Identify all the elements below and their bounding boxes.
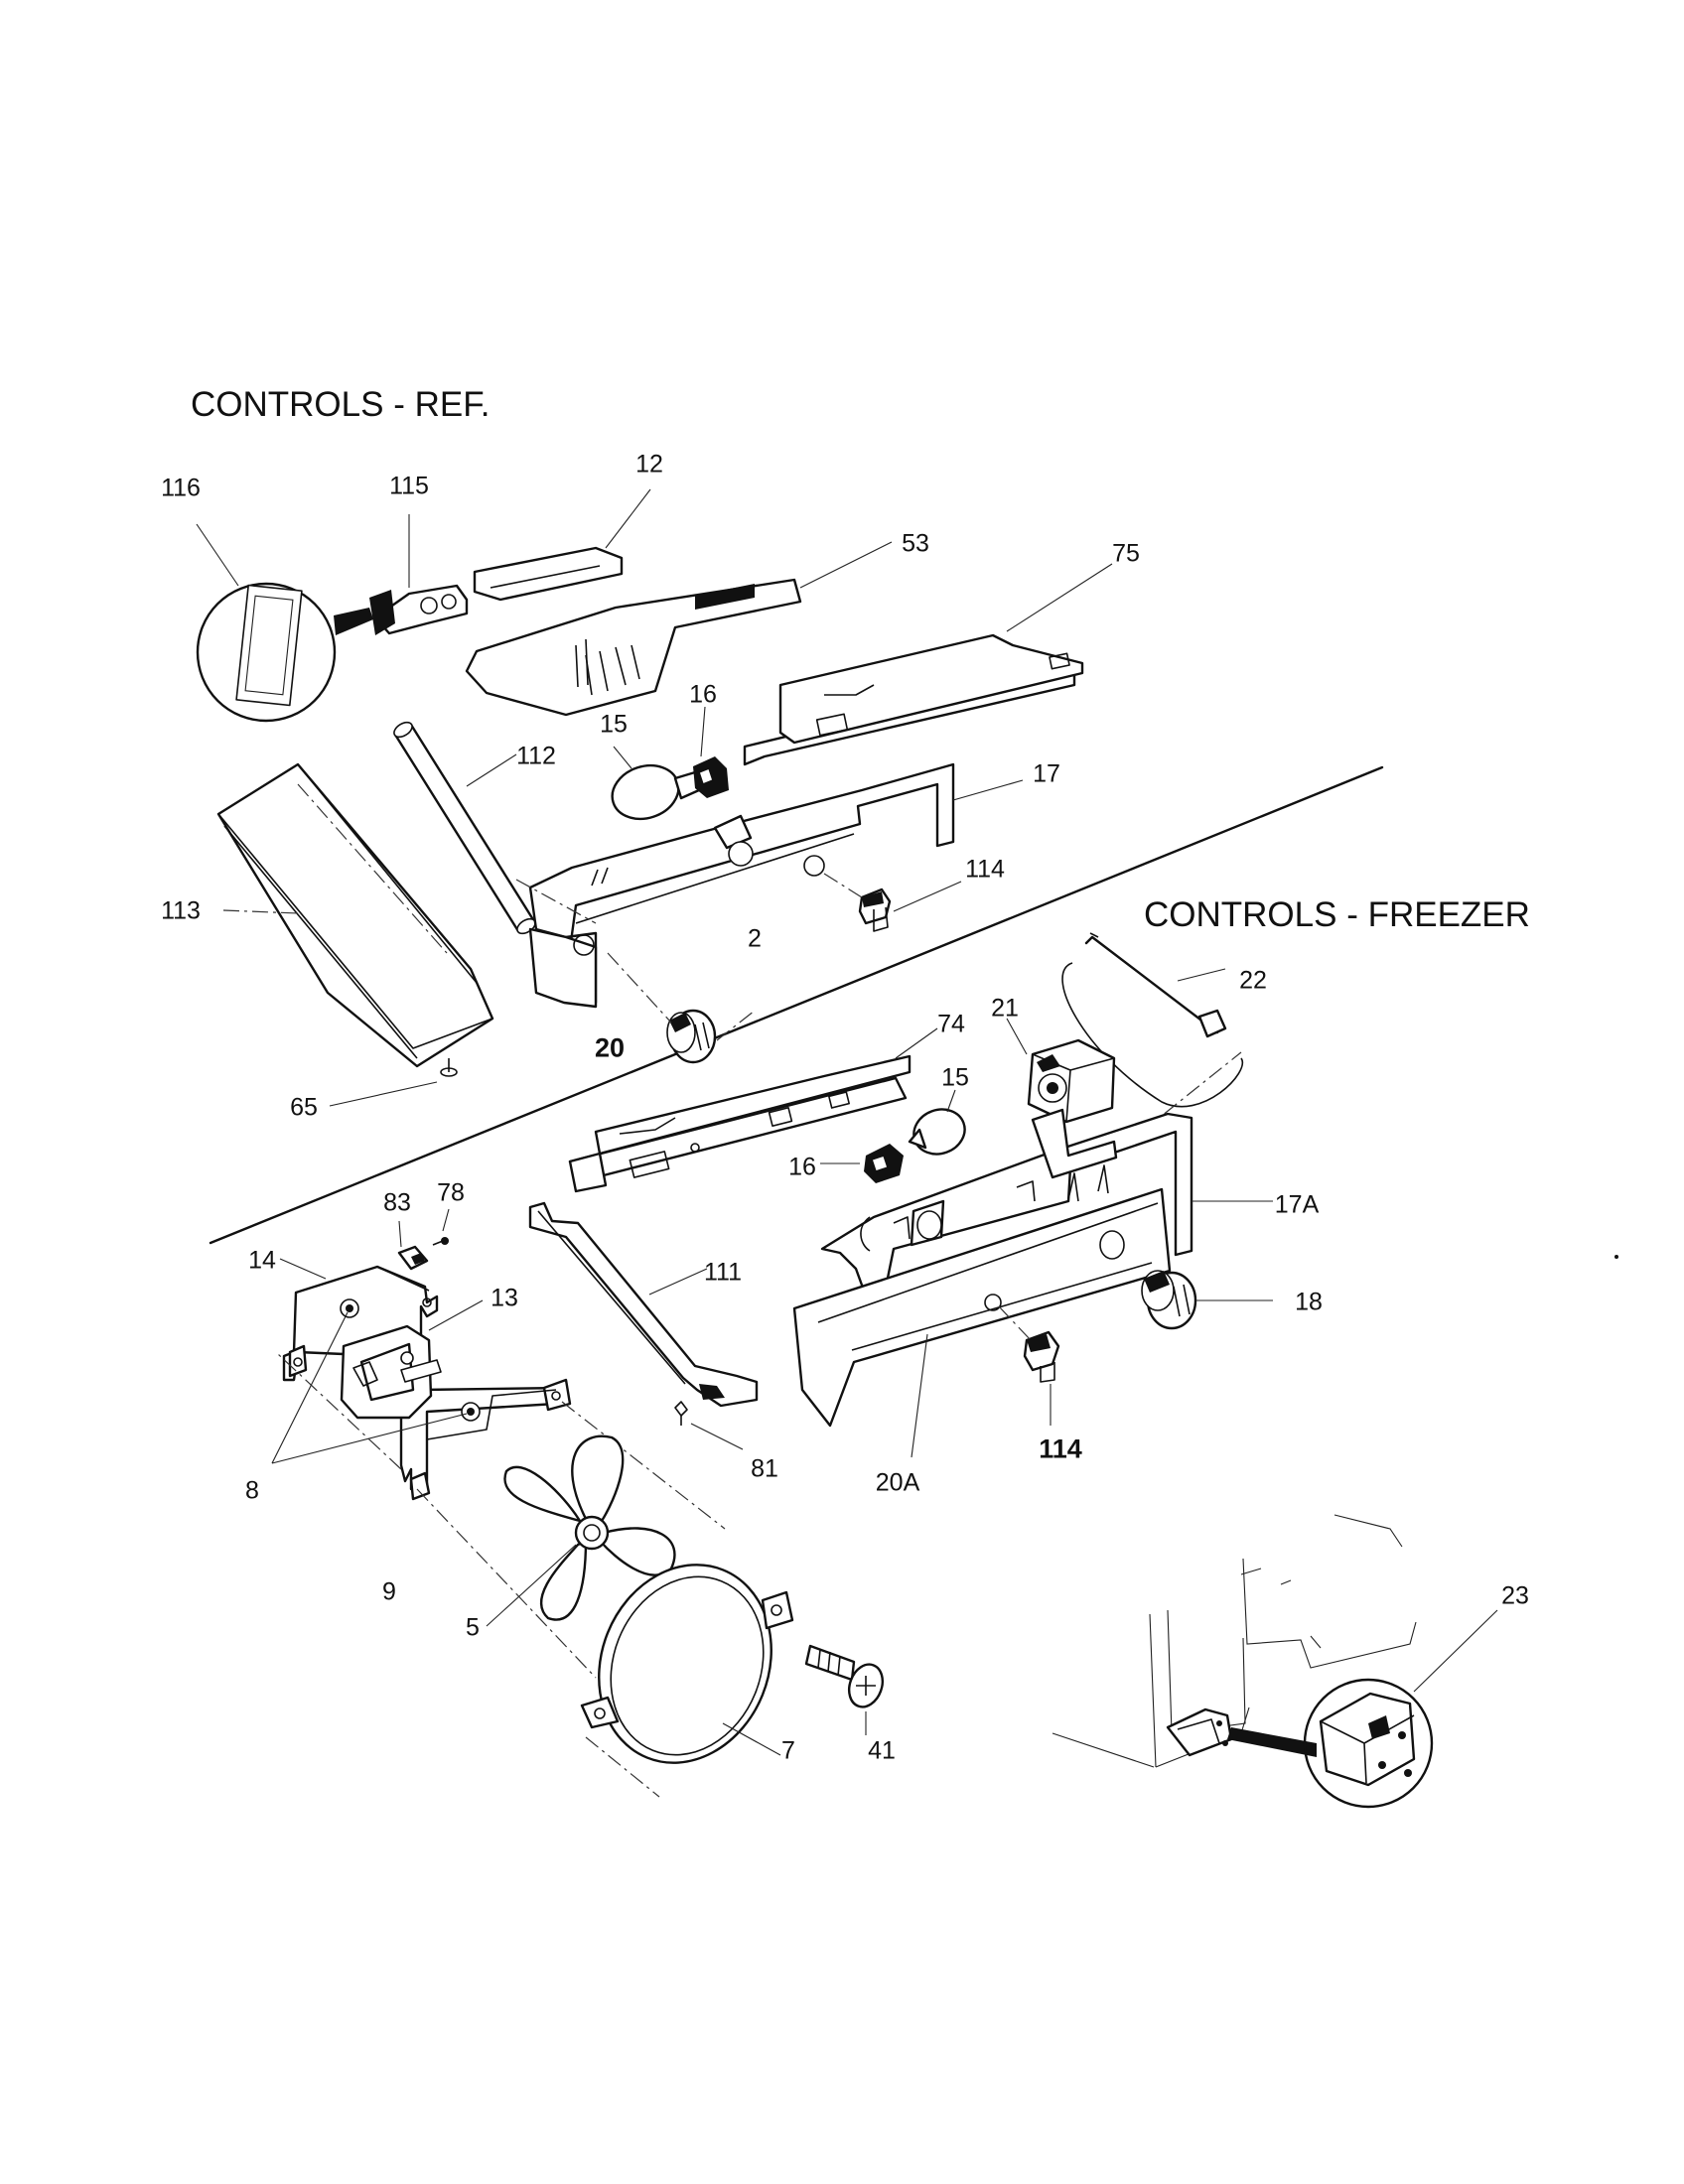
part-75-plate <box>743 563 1113 766</box>
callout-8: 8 <box>245 1476 259 1505</box>
part-16-socket-ref <box>693 706 729 798</box>
callout-13: 13 <box>491 1284 518 1312</box>
part-15-bulb-freezer <box>908 1089 966 1156</box>
freezer-controls-title: CONTROLS - FREEZER <box>1144 895 1530 934</box>
callout-20: 20 <box>594 1032 626 1063</box>
part-23-cabinet-detail <box>1052 1514 1498 1809</box>
part-53-housing <box>465 541 893 717</box>
callout-16-freezer: 16 <box>788 1153 816 1181</box>
part-18-knob <box>1141 1270 1273 1330</box>
part-14-motor-bracket <box>277 1258 726 1679</box>
part-65-screw <box>329 1058 458 1107</box>
callout-20A: 20A <box>875 1468 920 1497</box>
part-13-motor <box>340 1299 484 1420</box>
callout-114-freezer: 114 <box>1039 1433 1082 1464</box>
part-114-knob-ref <box>823 873 962 932</box>
part-5-fan-blade <box>486 1434 676 1627</box>
part-8-grommets-leaders <box>271 1311 468 1464</box>
part-17-control-housing <box>515 762 1024 1009</box>
callout-17A: 17A <box>1274 1190 1320 1219</box>
part-113-shelf <box>216 762 494 1068</box>
stray-dot <box>1614 1255 1618 1259</box>
part-115-switch <box>334 514 469 635</box>
part-17A-control-housing <box>792 1108 1273 1458</box>
part-81-screw <box>674 1401 744 1450</box>
callout-114-ref: 114 <box>965 855 1005 884</box>
callout-7: 7 <box>781 1736 795 1765</box>
callout-65: 65 <box>290 1093 318 1122</box>
callout-21: 21 <box>991 994 1019 1023</box>
section-divider-line <box>209 765 1384 1245</box>
callout-112: 112 <box>516 742 556 770</box>
part-111-strip <box>528 1201 759 1408</box>
callout-74: 74 <box>937 1010 965 1038</box>
part-16-socket-freezer <box>820 1144 904 1183</box>
part-21-thermostat <box>1006 1018 1116 1124</box>
callout-5: 5 <box>466 1613 480 1642</box>
callout-16-ref: 16 <box>689 680 717 709</box>
callout-15-freezer: 15 <box>941 1063 969 1092</box>
part-22-sensor-tube <box>1061 932 1244 1133</box>
part-78-screw <box>432 1208 450 1246</box>
part-114-knob-freezer <box>998 1305 1060 1426</box>
ref-controls-title: CONTROLS - REF. <box>191 385 491 424</box>
callout-78: 78 <box>437 1178 465 1207</box>
callout-15-ref: 15 <box>600 710 628 739</box>
callout-18: 18 <box>1295 1288 1323 1316</box>
part-7-shroud-ring <box>580 1564 794 1798</box>
callout-116: 116 <box>161 474 201 502</box>
part-12-cover <box>473 488 651 602</box>
callout-2: 2 <box>748 924 762 953</box>
callout-113: 113 <box>161 896 201 925</box>
callout-115: 115 <box>389 472 429 500</box>
callout-12: 12 <box>635 450 663 478</box>
callout-41: 41 <box>868 1736 896 1765</box>
part-74-plate <box>568 1027 938 1193</box>
callout-22: 22 <box>1239 966 1267 995</box>
callout-14: 14 <box>248 1246 276 1275</box>
callout-9: 9 <box>382 1577 396 1606</box>
callout-81: 81 <box>751 1454 778 1483</box>
part-41-screw <box>804 1644 885 1735</box>
callout-17: 17 <box>1033 759 1060 788</box>
callout-83: 83 <box>383 1188 411 1217</box>
part-2-thumbwheel <box>607 952 756 1064</box>
part-15-bulb-ref <box>611 746 701 821</box>
part-112-rod <box>393 721 536 935</box>
callout-111: 111 <box>703 1258 743 1287</box>
callout-53: 53 <box>902 529 929 558</box>
part-83-clip <box>397 1220 429 1271</box>
part-116-detail-circle <box>196 523 337 723</box>
callout-23: 23 <box>1501 1581 1529 1610</box>
callout-75: 75 <box>1112 539 1140 568</box>
